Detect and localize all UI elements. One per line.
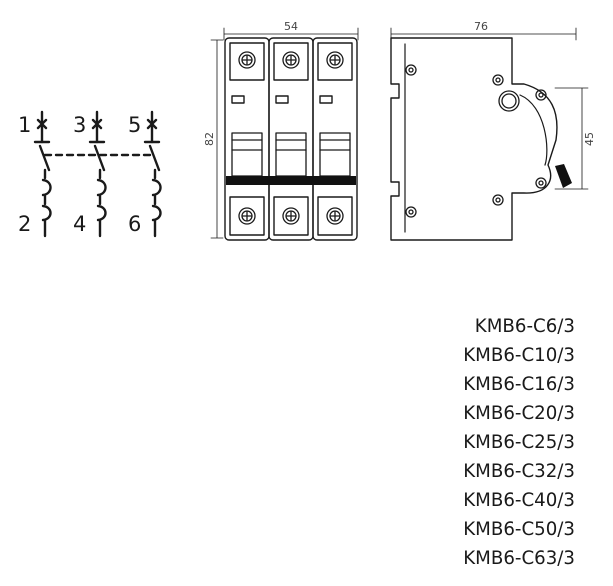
model-item: KMB6-C50/3 [463, 519, 575, 540]
top-terminal-screws [238, 51, 344, 69]
front-view: 54 82 [203, 20, 359, 241]
model-item: KMB6-C32/3 [463, 461, 575, 482]
terminal-label-3: 3 [73, 113, 86, 137]
bottom-terminal-screws [238, 207, 344, 225]
toggle-lever-side [555, 164, 572, 188]
pole-3-symbol [143, 110, 162, 238]
rail-dimension-line [554, 87, 589, 190]
depth-dimension-label: 76 [474, 20, 488, 33]
width-dimension-label: 54 [284, 20, 298, 33]
terminal-label-1: 1 [18, 113, 31, 137]
height-dimension-line [210, 39, 224, 239]
toggle-handles [231, 132, 351, 177]
rail-dimension-label: 45 [583, 132, 596, 146]
side-body-outline [390, 37, 558, 241]
model-item: KMB6-C20/3 [463, 403, 575, 424]
height-dimension-label: 82 [203, 132, 216, 146]
model-item: KMB6-C6/3 [474, 316, 575, 337]
side-view: 76 45 [390, 20, 596, 241]
terminal-label-2: 2 [18, 212, 31, 236]
circuit-schematic: 1 3 5 2 4 6 [18, 110, 162, 238]
terminal-label-4: 4 [73, 212, 86, 236]
terminal-label-5: 5 [128, 113, 141, 137]
model-item: KMB6-C25/3 [463, 432, 575, 453]
model-list: KMB6-C6/3 KMB6-C10/3 KMB6-C16/3 KMB6-C20… [463, 312, 575, 573]
width-dimension-line [223, 27, 359, 41]
front-curve-line [519, 94, 548, 166]
model-item: KMB6-C63/3 [463, 548, 575, 569]
terminal-label-6: 6 [128, 212, 141, 236]
model-item: KMB6-C16/3 [463, 374, 575, 395]
pole-1-symbol [33, 110, 52, 238]
module-outlines [224, 37, 358, 241]
handle-base-bar [226, 176, 356, 185]
model-item: KMB6-C10/3 [463, 345, 575, 366]
model-item: KMB6-C40/3 [463, 490, 575, 511]
pole-2-symbol [88, 110, 107, 238]
side-rivets [405, 64, 547, 218]
